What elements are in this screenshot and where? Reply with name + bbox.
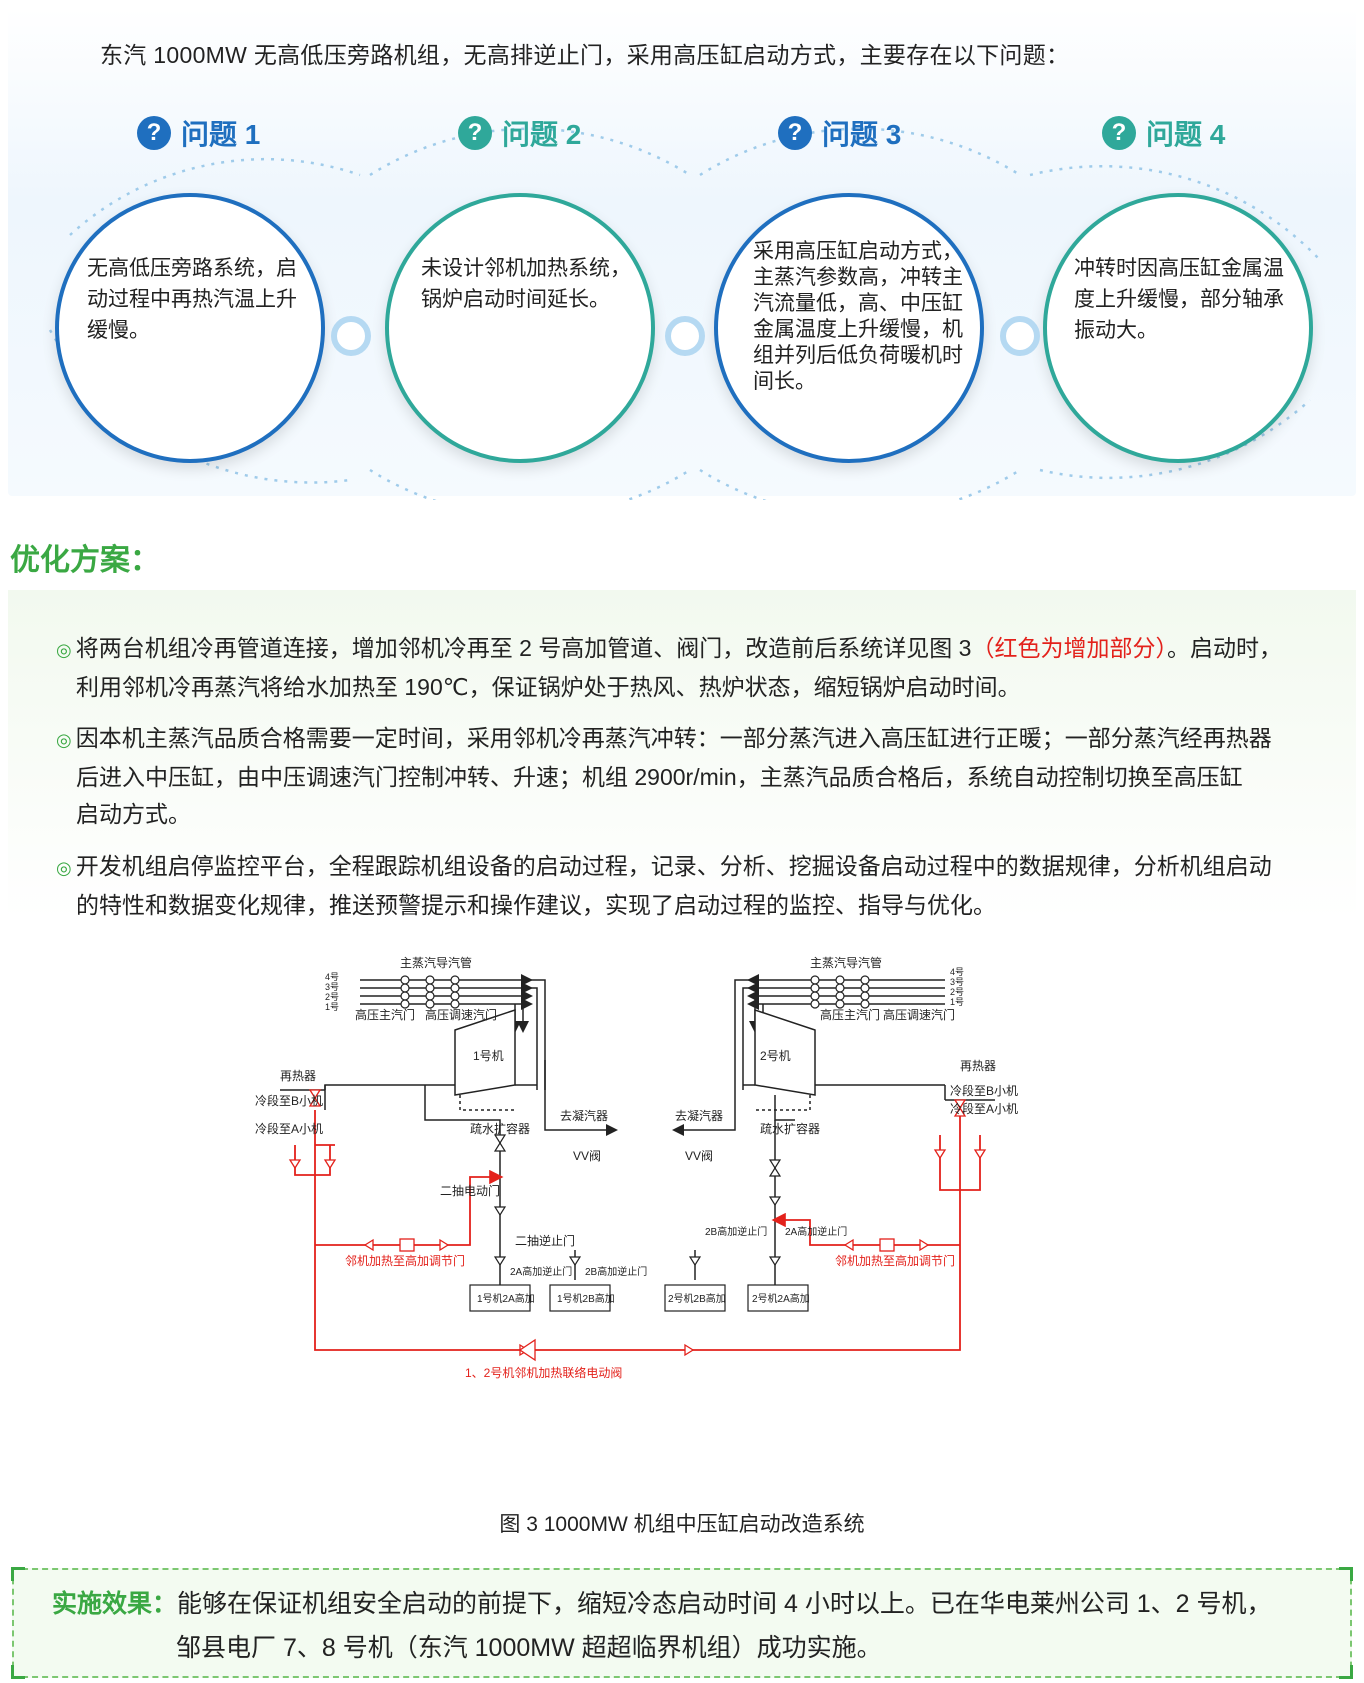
svg-text:2号: 2号 xyxy=(325,992,339,1002)
svg-text:2A高加逆止门: 2A高加逆止门 xyxy=(510,1265,572,1278)
svg-text:1、2号机邻机加热联络电动阀: 1、2号机邻机加热联络电动阀 xyxy=(465,1365,622,1380)
system-diagram: 主蒸汽导汽管 高压主汽门 高压调速汽门 1号机 再热器 冷段至B小机 冷段至A小… xyxy=(255,945,1115,1505)
effect-box: 实施效果：能够在保证机组安全启动的前提下，缩短冷态启动时间 4 小时以上。已在华… xyxy=(11,1567,1353,1679)
svg-text:高压主汽门: 高压主汽门 xyxy=(820,1007,880,1022)
svg-text:VV阀: VV阀 xyxy=(573,1149,601,1163)
optimization-item-1: ◎将两台机组冷再管道连接，增加邻机冷再至 2 号高加管道、阀门，改造前后系统详见… xyxy=(56,635,1282,700)
svg-text:1号: 1号 xyxy=(950,997,964,1007)
svg-text:2B高加逆止门: 2B高加逆止门 xyxy=(585,1265,647,1278)
problem-4-title: ? 问题 4 xyxy=(1102,113,1225,153)
connector-dot xyxy=(1000,316,1040,356)
intro-text: 东汽 1000MW 无高低压旁路机组，无高排逆止门，采用高压缸启动方式，主要存在… xyxy=(100,42,1070,68)
svg-text:疏水扩容器: 疏水扩容器 xyxy=(470,1121,530,1136)
svg-text:1号机: 1号机 xyxy=(473,1049,504,1063)
problem-1-title: ? 问题 1 xyxy=(137,113,260,153)
svg-text:二抽逆止门: 二抽逆止门 xyxy=(515,1233,575,1248)
svg-text:2号机2A高加: 2号机2A高加 xyxy=(752,1292,810,1305)
dashed-ring-decoration xyxy=(48,127,1321,500)
bullet-icon: ◎ xyxy=(56,640,72,660)
svg-text:主蒸汽导汽管: 主蒸汽导汽管 xyxy=(810,955,882,970)
problem-2-circle xyxy=(385,193,655,463)
svg-text:1号: 1号 xyxy=(325,1002,339,1012)
bullet-icon: ◎ xyxy=(56,858,72,878)
svg-text:冷段至A小机: 冷段至A小机 xyxy=(255,1121,323,1136)
svg-text:2号机2B高加: 2号机2B高加 xyxy=(668,1292,726,1305)
svg-text:4号: 4号 xyxy=(950,967,964,977)
problem-3-title: ? 问题 3 xyxy=(778,113,901,153)
effect-text-2: 邹县电厂 7、8 号机（东汽 1000MW 超超临界机组）成功实施。 xyxy=(176,1634,882,1662)
svg-text:冷段至A小机: 冷段至A小机 xyxy=(950,1101,1018,1116)
svg-text:1号机2B高加: 1号机2B高加 xyxy=(557,1292,615,1305)
svg-text:1号机2A高加: 1号机2A高加 xyxy=(477,1292,535,1305)
svg-text:冷段至B小机: 冷段至B小机 xyxy=(950,1083,1018,1098)
svg-text:邻机加热至高加调节门: 邻机加热至高加调节门 xyxy=(835,1253,955,1268)
question-icon: ? xyxy=(458,116,492,150)
problem-3-text: 采用高压缸启动方式，主蒸汽参数高，冲转主汽流量低，高、中压缸 金属温度上升缓慢，… xyxy=(753,240,963,393)
svg-text:3号: 3号 xyxy=(950,977,964,987)
optimization-item-2: ◎因本机主蒸汽品质合格需要一定时间，采用邻机冷再蒸汽冲转：一部分蒸汽进入高压缸进… xyxy=(56,725,1272,827)
problem-2-text: 未设计邻机加热系统，锅炉启动时间延长。 xyxy=(421,257,631,311)
svg-text:3号: 3号 xyxy=(325,982,339,992)
problem-4-circle xyxy=(1043,193,1313,463)
svg-text:2B高加逆止门: 2B高加逆止门 xyxy=(705,1225,767,1238)
svg-text:2号机: 2号机 xyxy=(760,1049,791,1063)
svg-text:2号: 2号 xyxy=(950,987,964,997)
svg-text:高压调速汽门: 高压调速汽门 xyxy=(883,1007,955,1022)
svg-text:4号: 4号 xyxy=(325,972,339,982)
svg-text:高压主汽门: 高压主汽门 xyxy=(355,1007,415,1022)
svg-text:去凝汽器: 去凝汽器 xyxy=(560,1108,608,1123)
question-icon: ? xyxy=(137,116,171,150)
problem-4-text: 冲转时因高压缸金属温度上升缓慢，部分轴承振动大。 xyxy=(1074,257,1284,342)
svg-text:再热器: 再热器 xyxy=(960,1059,996,1073)
optimization-item-3: ◎开发机组启停监控平台，全程跟踪机组设备的启动过程，记录、分析、挖掘设备启动过程… xyxy=(56,853,1272,918)
problem-1-text: 无高低压旁路系统，启动过程中再热汽温上升缓慢。 xyxy=(87,257,297,342)
optimization-box xyxy=(8,590,1356,920)
svg-text:2A高加逆止门: 2A高加逆止门 xyxy=(785,1225,847,1238)
svg-text:二抽电动门: 二抽电动门 xyxy=(440,1183,500,1198)
svg-text:去凝汽器: 去凝汽器 xyxy=(675,1108,723,1123)
svg-text:疏水扩容器: 疏水扩容器 xyxy=(760,1121,820,1136)
svg-text:冷段至B小机: 冷段至B小机 xyxy=(255,1093,323,1108)
svg-text:邻机加热至高加调节门: 邻机加热至高加调节门 xyxy=(345,1253,465,1268)
figure-caption: 图 3 1000MW 机组中压缸启动改造系统 xyxy=(499,1513,865,1536)
effect-label: 实施效果： xyxy=(52,1590,178,1618)
svg-text:再热器: 再热器 xyxy=(280,1069,316,1083)
svg-text:高压调速汽门: 高压调速汽门 xyxy=(425,1007,497,1022)
effect-text-1: 能够在保证机组安全启动的前提下，缩短冷态启动时间 4 小时以上。已在华电莱州公司… xyxy=(177,1590,1272,1618)
problem-1-circle xyxy=(55,193,325,463)
bullet-icon: ◎ xyxy=(56,730,72,750)
svg-text:VV阀: VV阀 xyxy=(685,1149,713,1163)
problem-2-title: ? 问题 2 xyxy=(458,113,581,153)
problem-3-circle xyxy=(714,193,984,463)
connector-dot xyxy=(331,316,371,356)
svg-text:主蒸汽导汽管: 主蒸汽导汽管 xyxy=(400,955,472,970)
system-diagram-svg: 主蒸汽导汽管 高压主汽门 高压调速汽门 1号机 再热器 冷段至B小机 冷段至A小… xyxy=(255,955,1018,1380)
question-icon: ? xyxy=(778,116,812,150)
connector-dot xyxy=(665,316,705,356)
optimization-title: 优化方案： xyxy=(10,544,160,577)
question-icon: ? xyxy=(1102,116,1136,150)
